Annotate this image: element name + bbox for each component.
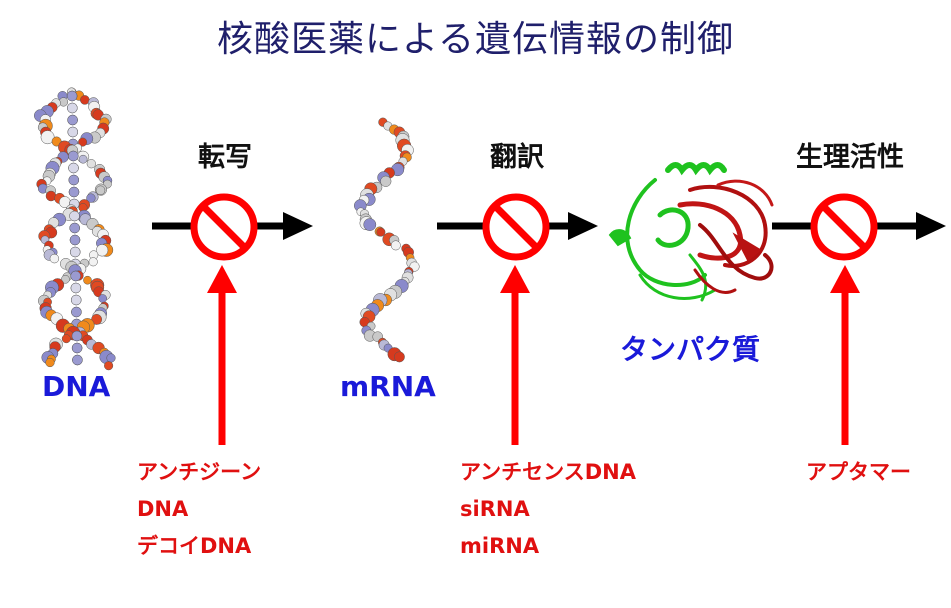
protein-label: タンパク質: [620, 333, 761, 366]
drug-item: アンチセンスDNA: [460, 460, 636, 484]
mrna-model: [353, 117, 420, 363]
page-title: 核酸医薬による遺伝情報の制御: [217, 19, 734, 60]
dna-model: [34, 87, 116, 371]
inhibitor-arrow-transcription: [207, 265, 237, 445]
drug-item: miRNA: [460, 534, 540, 558]
drug-item: デコイDNA: [137, 534, 252, 558]
prohibition-icon: [810, 193, 878, 261]
step-label-translation: 翻訳: [490, 142, 544, 173]
drug-item: siRNA: [460, 497, 530, 521]
drug-item: アンチジーン: [137, 460, 262, 484]
step-label-activity: 生理活性: [796, 142, 904, 173]
step-label-transcription: 転写: [198, 142, 252, 173]
drug-list-transcription: アンチジーン DNA デコイDNA: [137, 454, 261, 565]
prohibition-icon: [482, 193, 550, 261]
protein-model: [608, 162, 774, 302]
inhibitor-arrow-translation: [500, 265, 530, 445]
drug-item: アプタマー: [806, 460, 911, 484]
dna-label: DNA: [42, 370, 111, 403]
drug-list-activity: アプタマー: [806, 454, 911, 491]
drug-list-translation: アンチセンスDNA siRNA miRNA: [460, 454, 636, 565]
inhibitor-arrow-activity: [830, 265, 860, 445]
drug-item: DNA: [137, 497, 189, 521]
mrna-label: mRNA: [340, 370, 436, 403]
prohibition-icon: [190, 193, 258, 261]
